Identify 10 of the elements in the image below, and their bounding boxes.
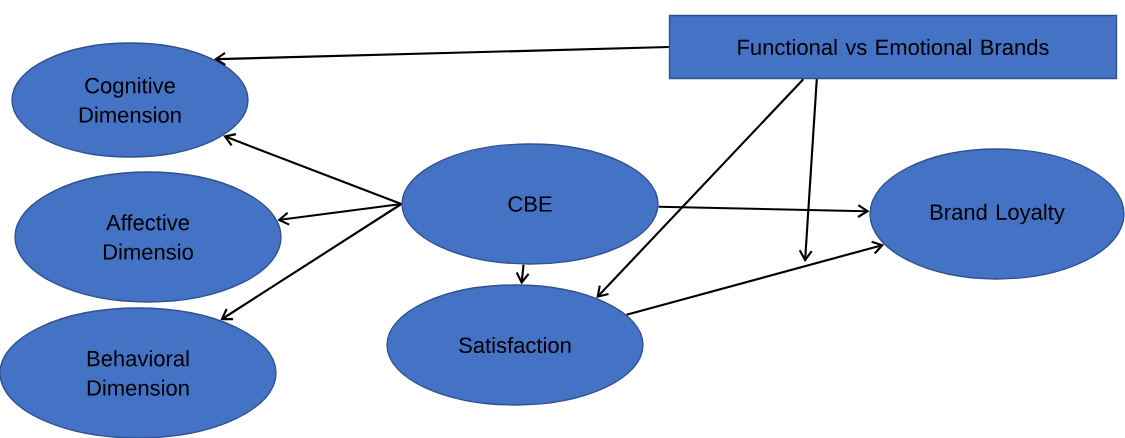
arrow [277,202,402,226]
arrow [596,78,805,298]
arrow [515,264,530,285]
arrow [798,79,818,262]
factor-box: Functional vs Emotional Brands [668,14,1118,80]
arrow [223,133,402,205]
arrow [213,45,669,66]
arrow [626,240,885,316]
arrow [220,203,402,321]
arrow [658,204,870,218]
